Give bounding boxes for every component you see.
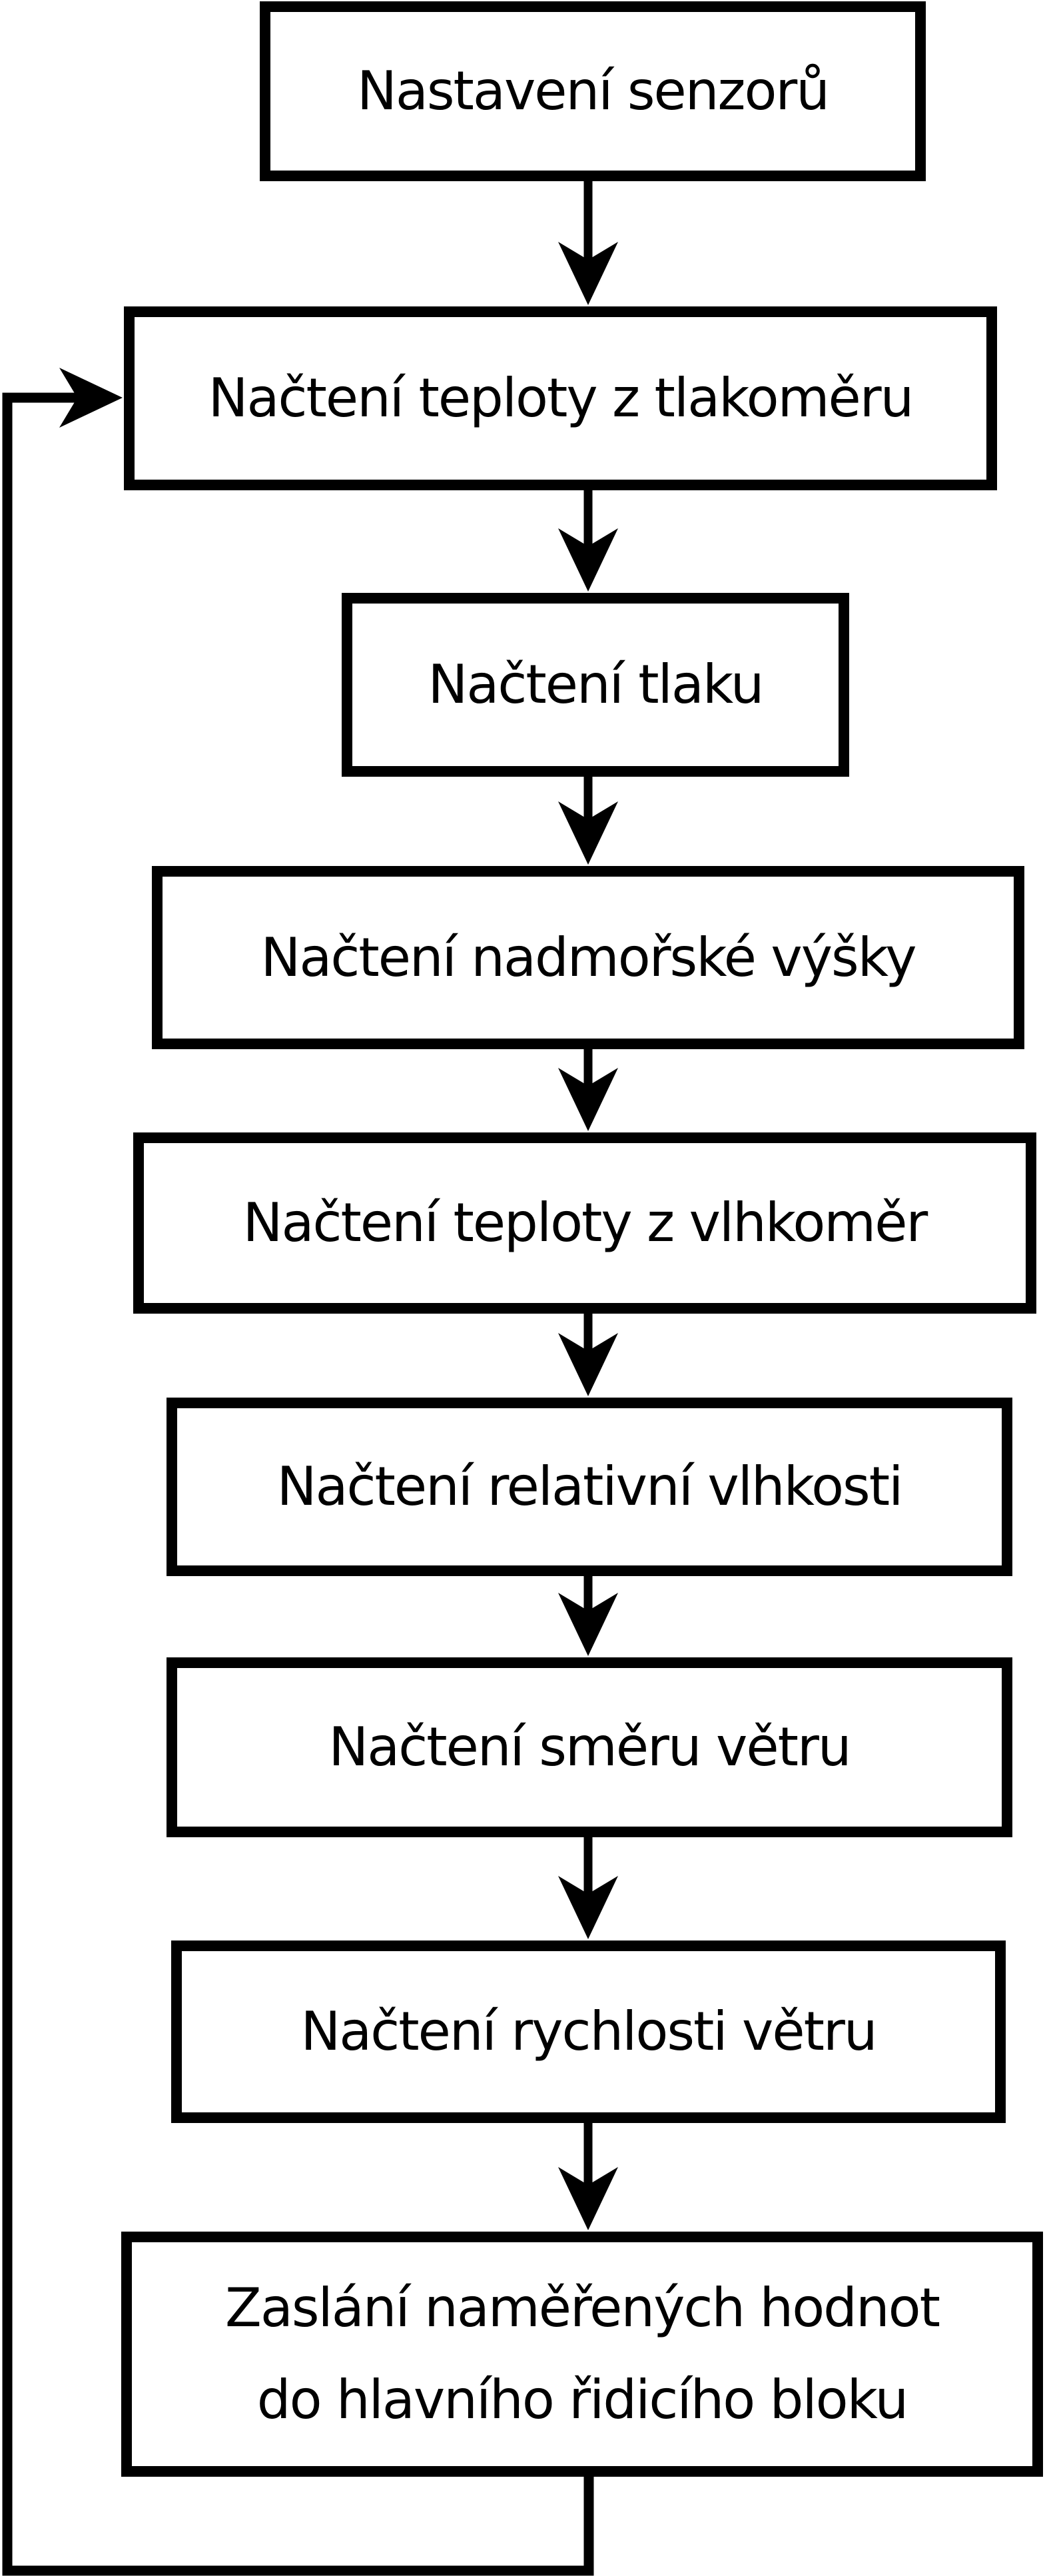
flow-node-label: Načtení rychlosti větru xyxy=(300,2000,877,2062)
arrow-5-head xyxy=(558,1333,618,1396)
flow-node-label-line-2: do hlavního řidicího bloku xyxy=(256,2369,908,2431)
arrow-1-head xyxy=(558,242,618,305)
loop-connector-path xyxy=(2,392,594,2576)
flow-node-zaslani-hodnot: Zaslání naměřených hodnot do hlavního ři… xyxy=(121,2232,1043,2477)
flow-node-nacteni-tlaku: Načtení tlaku xyxy=(342,593,849,777)
arrow-3-head xyxy=(558,801,618,865)
flow-node-nacteni-teploty-tlakomer: Načtení teploty z tlakoměru xyxy=(124,306,997,490)
flow-node-nacteni-smeru-vetru: Načtení směru větru xyxy=(167,1657,1012,1837)
flow-node-nacteni-teploty-vlhkomer: Načtení teploty z vlhkoměr xyxy=(133,1132,1036,1314)
flow-node-label: Načtení relativní vlhkosti xyxy=(276,1456,904,1517)
flow-node-label: Načtení teploty z vlhkoměr xyxy=(242,1192,928,1254)
arrow-6-head xyxy=(558,1593,618,1656)
loop-arrowhead xyxy=(59,368,123,428)
flow-node-nacteni-rychlosti-vetru: Načtení rychlosti větru xyxy=(171,1940,1006,2123)
arrow-7-head xyxy=(558,1876,618,1939)
flow-node-nastaveni-senzoru: Nastavení senzorů xyxy=(260,1,926,181)
flow-node-label: Načtení nadmořské výšky xyxy=(260,926,916,989)
arrow-4-head xyxy=(558,1068,618,1131)
flow-node-label: Načtení tlaku xyxy=(428,653,765,715)
flow-node-label: Načtení teploty z tlakoměru xyxy=(208,367,914,429)
flow-node-nacteni-nadmorske-vysky: Načtení nadmořské výšky xyxy=(152,866,1024,1049)
flow-node-nacteni-relativni-vlhkosti: Načtení relativní vlhkosti xyxy=(167,1398,1012,1576)
flow-node-label: Načtení směru větru xyxy=(328,1716,851,1778)
arrow-2-head xyxy=(558,528,618,592)
flow-node-label-line-1: Zaslání naměřených hodnot xyxy=(225,2277,940,2339)
flow-node-label: Nastavení senzorů xyxy=(357,60,830,122)
arrow-8-head xyxy=(558,2167,618,2230)
